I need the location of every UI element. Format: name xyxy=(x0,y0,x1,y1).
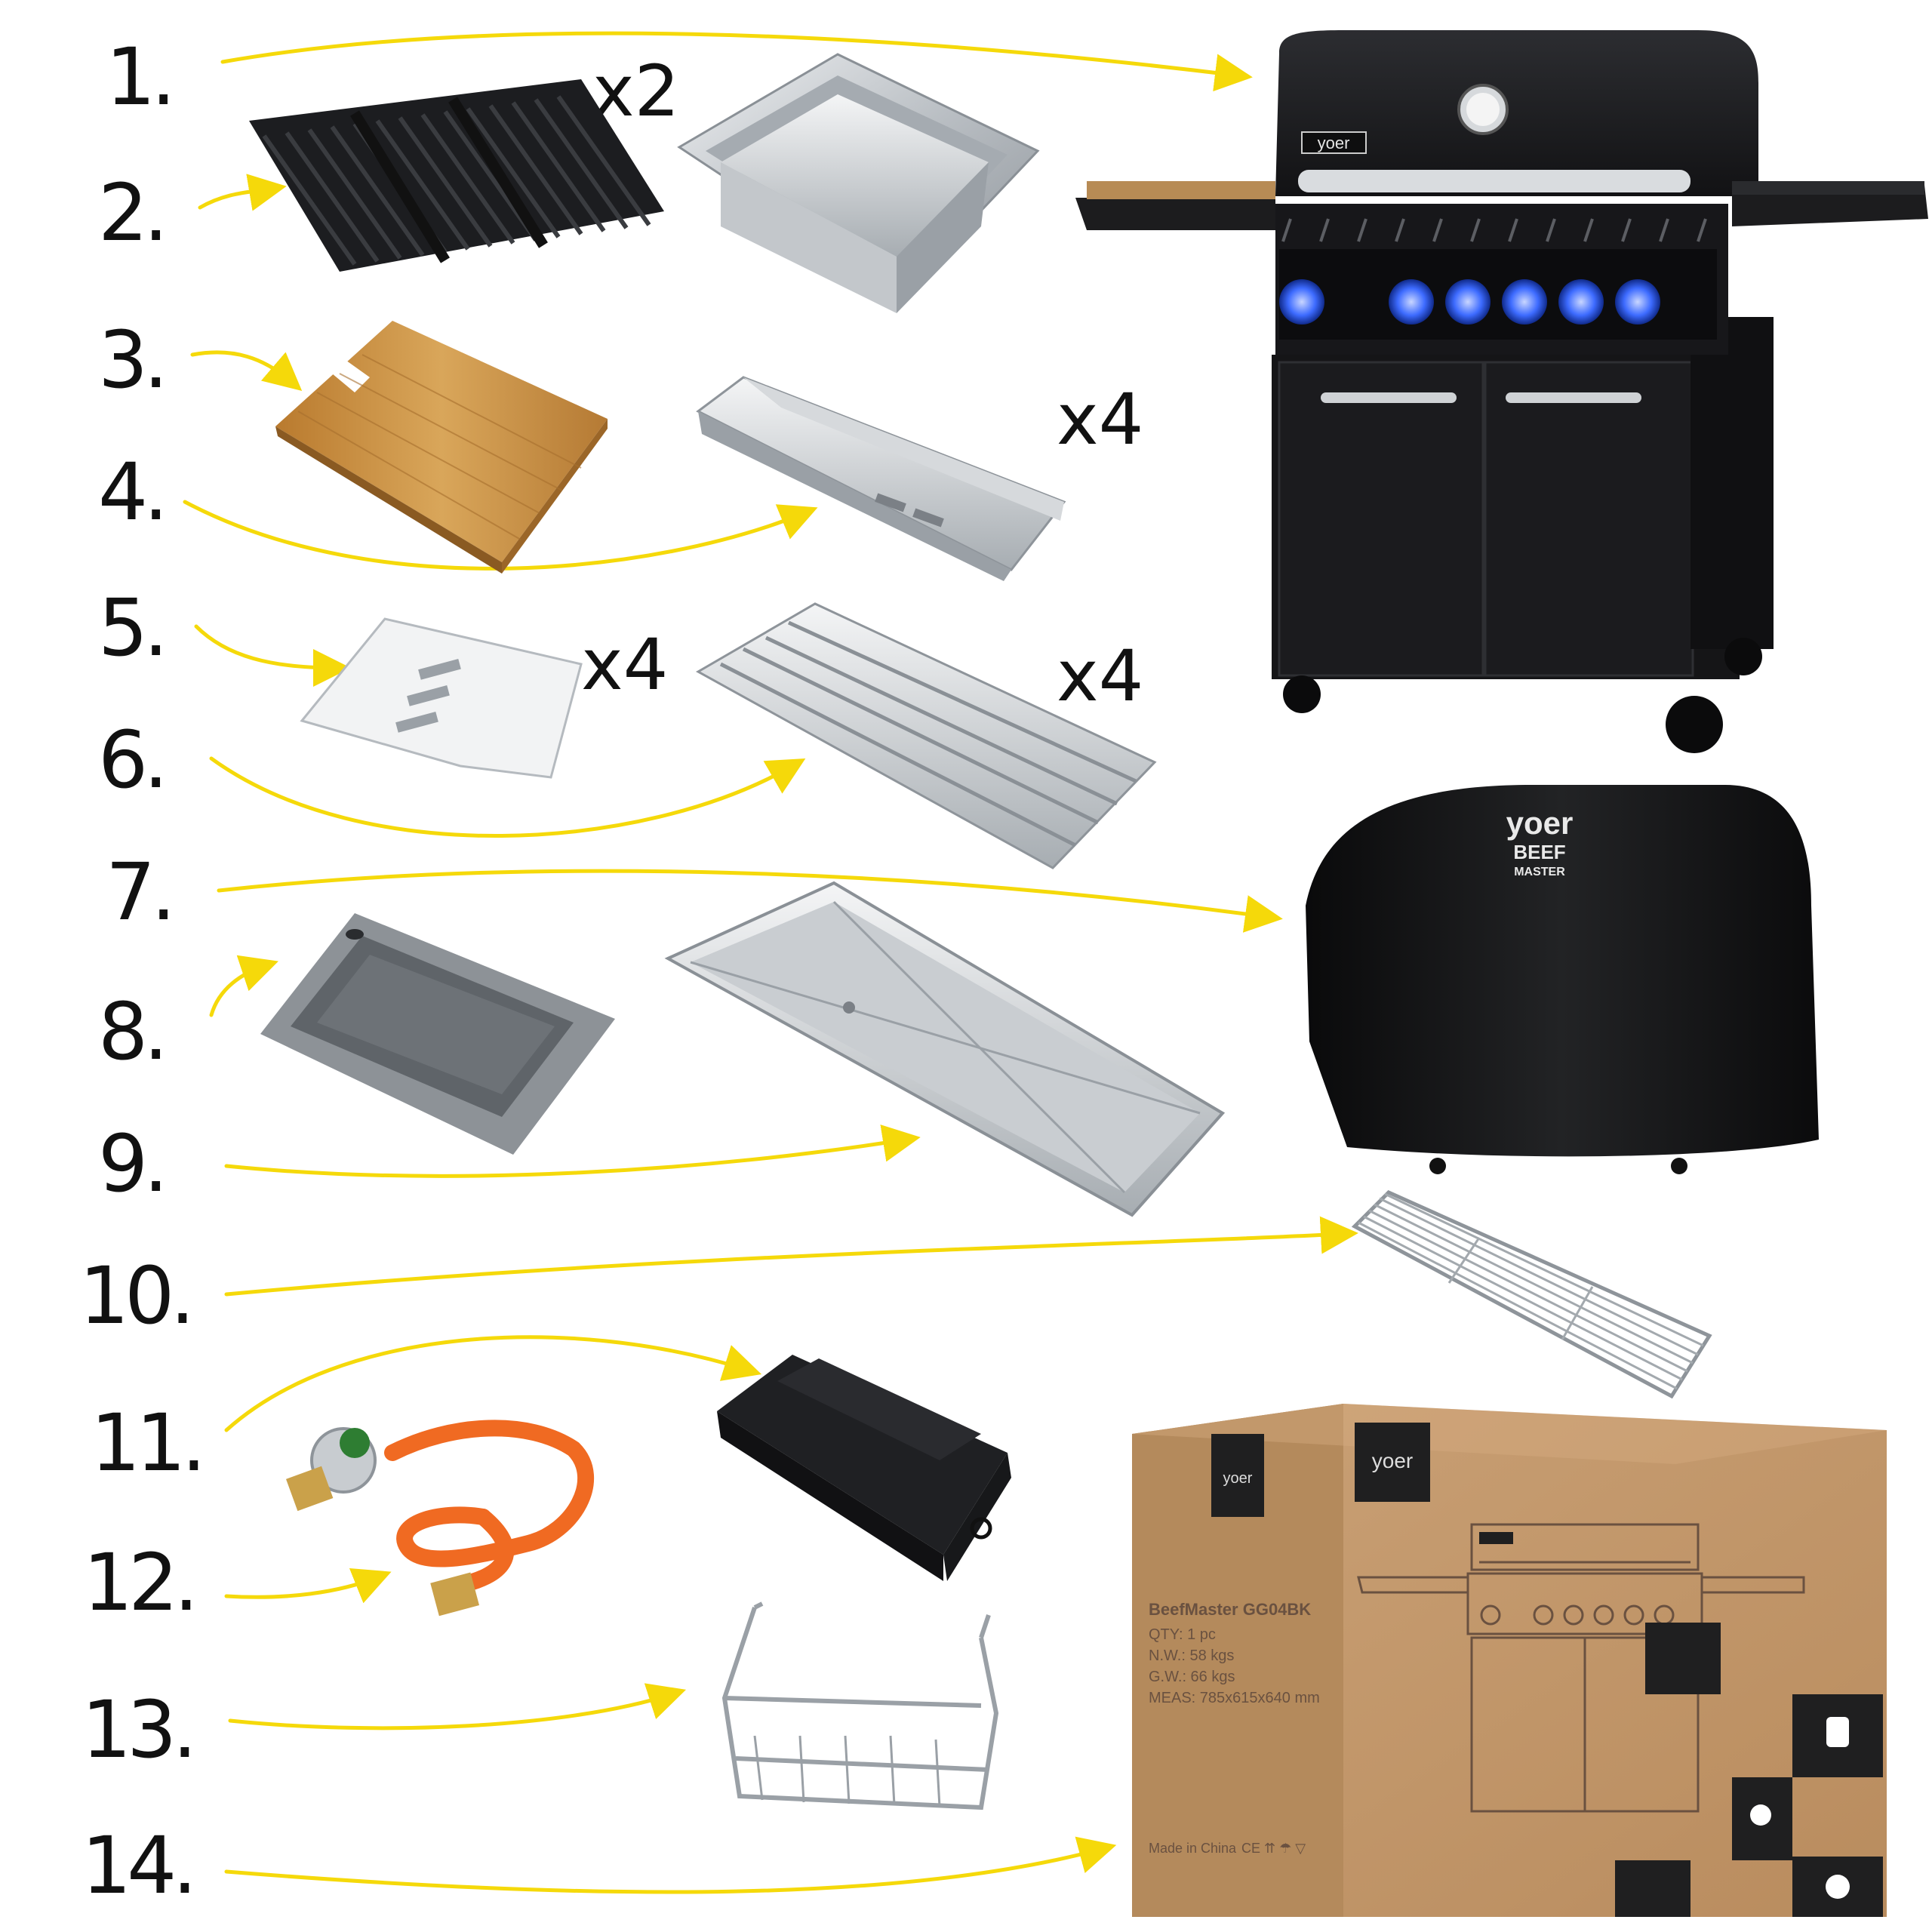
cover-brand-label: yoer xyxy=(1506,805,1574,841)
bamboo-cutting-board-icon xyxy=(275,321,608,574)
arrow-4 xyxy=(183,500,818,571)
box-front-brand-label: yoer xyxy=(1372,1449,1413,1472)
quantity-label-flame-tamers: x4 xyxy=(1057,379,1144,461)
arrow-5 xyxy=(194,624,351,687)
arrow-10 xyxy=(224,1216,1358,1297)
stainless-pan-icon xyxy=(677,53,1040,313)
item-number-8: 8. xyxy=(98,986,168,1078)
arrow-14 xyxy=(224,1836,1117,1894)
cover-line2-label: MASTER xyxy=(1514,866,1565,878)
battery-box-icon xyxy=(717,1355,1011,1581)
grill-cover-icon: yoer BEEF MASTER xyxy=(1306,785,1819,1174)
item-number-7: 7. xyxy=(106,846,176,938)
shipping-box-icon: yoer yoer BeefMaster GG04BK QTY: 1 pc N.… xyxy=(1132,1404,1887,1917)
arrow-12 xyxy=(224,1567,392,1604)
box-qty-label: QTY: 1 pc xyxy=(1149,1626,1216,1643)
wire-basket-icon xyxy=(721,1601,999,1810)
item-number-14: 14. xyxy=(82,1820,197,1912)
arrow-13 xyxy=(228,1683,687,1730)
heat-plate-icon xyxy=(300,617,583,779)
item-number-11: 11. xyxy=(91,1397,206,1489)
item-number-10: 10. xyxy=(79,1250,195,1342)
gas-grill-icon: yoer xyxy=(1075,30,1928,753)
item-number-1: 1. xyxy=(106,31,176,123)
grease-cup-icon xyxy=(260,913,615,1155)
arrow-3 xyxy=(190,350,303,392)
arrow-8 xyxy=(209,955,278,1017)
arrow-9 xyxy=(224,1124,921,1178)
arrow-2 xyxy=(198,174,287,211)
box-gw-label: G.W.: 66 kgs xyxy=(1149,1669,1235,1685)
gas-hose-regulator-icon xyxy=(285,1420,595,1617)
item-number-12: 12. xyxy=(83,1537,198,1629)
box-model-label: BeefMaster GG04BK xyxy=(1149,1600,1311,1619)
box-meas-label: MEAS: 785x615x640 mm xyxy=(1149,1690,1320,1706)
item-number-5: 5. xyxy=(98,582,168,674)
box-origin-label: Made in China xyxy=(1149,1841,1237,1856)
quantity-label-grates: x2 xyxy=(592,51,680,133)
drip-tray-icon xyxy=(664,881,1226,1217)
item-number-3: 3. xyxy=(98,314,168,406)
grill-brand-label: yoer xyxy=(1318,134,1350,152)
box-side-brand-label: yoer xyxy=(1223,1470,1253,1487)
arrow-7 xyxy=(217,869,1283,933)
box-marks-label: CE ⇈ ☂ ▽ xyxy=(1241,1841,1306,1856)
item-number-13: 13. xyxy=(82,1684,197,1776)
cast-iron-grate-icon xyxy=(249,79,664,272)
warming-rack-icon xyxy=(1351,1190,1712,1399)
arrow-1 xyxy=(220,31,1253,92)
arrow-11 xyxy=(224,1335,762,1432)
item-number-4: 4. xyxy=(98,446,168,538)
item-number-6: 6. xyxy=(98,714,168,806)
item-number-2: 2. xyxy=(98,167,168,259)
arrow-6 xyxy=(209,756,806,838)
cover-line1-label: BEEF xyxy=(1513,841,1565,863)
quantity-label-heat-plates: x4 xyxy=(581,624,669,706)
box-nw-label: N.W.: 58 kgs xyxy=(1149,1647,1234,1664)
quantity-label-heat-deflectors: x4 xyxy=(1057,635,1144,718)
flame-tamer-icon xyxy=(696,376,1066,581)
item-number-9: 9. xyxy=(98,1118,168,1210)
heat-deflector-icon xyxy=(695,602,1157,869)
